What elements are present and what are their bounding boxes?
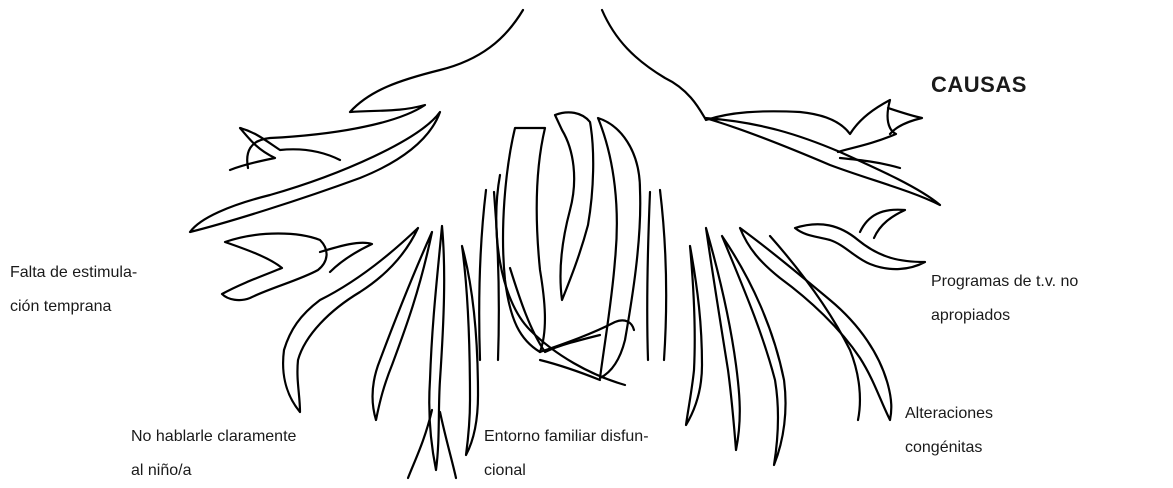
causes-title: CAUSAS — [931, 72, 1027, 98]
label-alteraciones-line2: congénitas — [905, 431, 1065, 465]
left-root-d — [462, 246, 478, 455]
left-branch-1 — [190, 112, 440, 232]
label-programas-line1: Programas de t.v. no — [931, 265, 1163, 299]
label-entorno-line2: cional — [484, 454, 709, 488]
right-root-d — [686, 246, 702, 425]
right-root-c — [706, 228, 740, 450]
label-falta-line2: ción temprana — [10, 290, 196, 324]
left-branch-2 — [222, 234, 327, 301]
left-root-c — [429, 226, 444, 470]
label-entorno-familiar: Entorno familiar disfun- cional — [484, 420, 709, 488]
label-alteraciones-line1: Alteraciones — [905, 397, 1065, 431]
right-branch-1 — [705, 118, 940, 205]
trunk-outline — [247, 10, 523, 168]
trunk-outline-right — [602, 10, 896, 152]
center-root-left — [503, 128, 545, 352]
left-branch-2-tip — [320, 243, 372, 272]
center-lower-root — [510, 268, 600, 352]
label-falta-line1: Falta de estimula- — [10, 256, 196, 290]
right-root-e — [770, 236, 860, 420]
center-root-middle — [555, 112, 593, 300]
label-programas-tv: Programas de t.v. no apropiados — [931, 265, 1163, 333]
label-entorno-line1: Entorno familiar disfun- — [484, 420, 709, 454]
label-alteraciones-congenitas: Alteraciones congénitas — [905, 397, 1065, 465]
right-root-b — [722, 236, 786, 465]
label-no-hablarle-line2: al niño/a — [131, 454, 361, 488]
center-root-right — [598, 118, 640, 378]
label-programas-line2: apropiados — [931, 299, 1163, 333]
label-no-hablarle: No hablarle claramente al niño/a — [131, 420, 361, 488]
right-branch-1-twig — [840, 108, 922, 168]
right-branch-2-hook — [860, 210, 905, 238]
right-root-a — [740, 228, 891, 420]
label-no-hablarle-line1: No hablarle claramente — [131, 420, 361, 454]
label-falta-estimulacion: Falta de estimula- ción temprana — [10, 256, 196, 324]
